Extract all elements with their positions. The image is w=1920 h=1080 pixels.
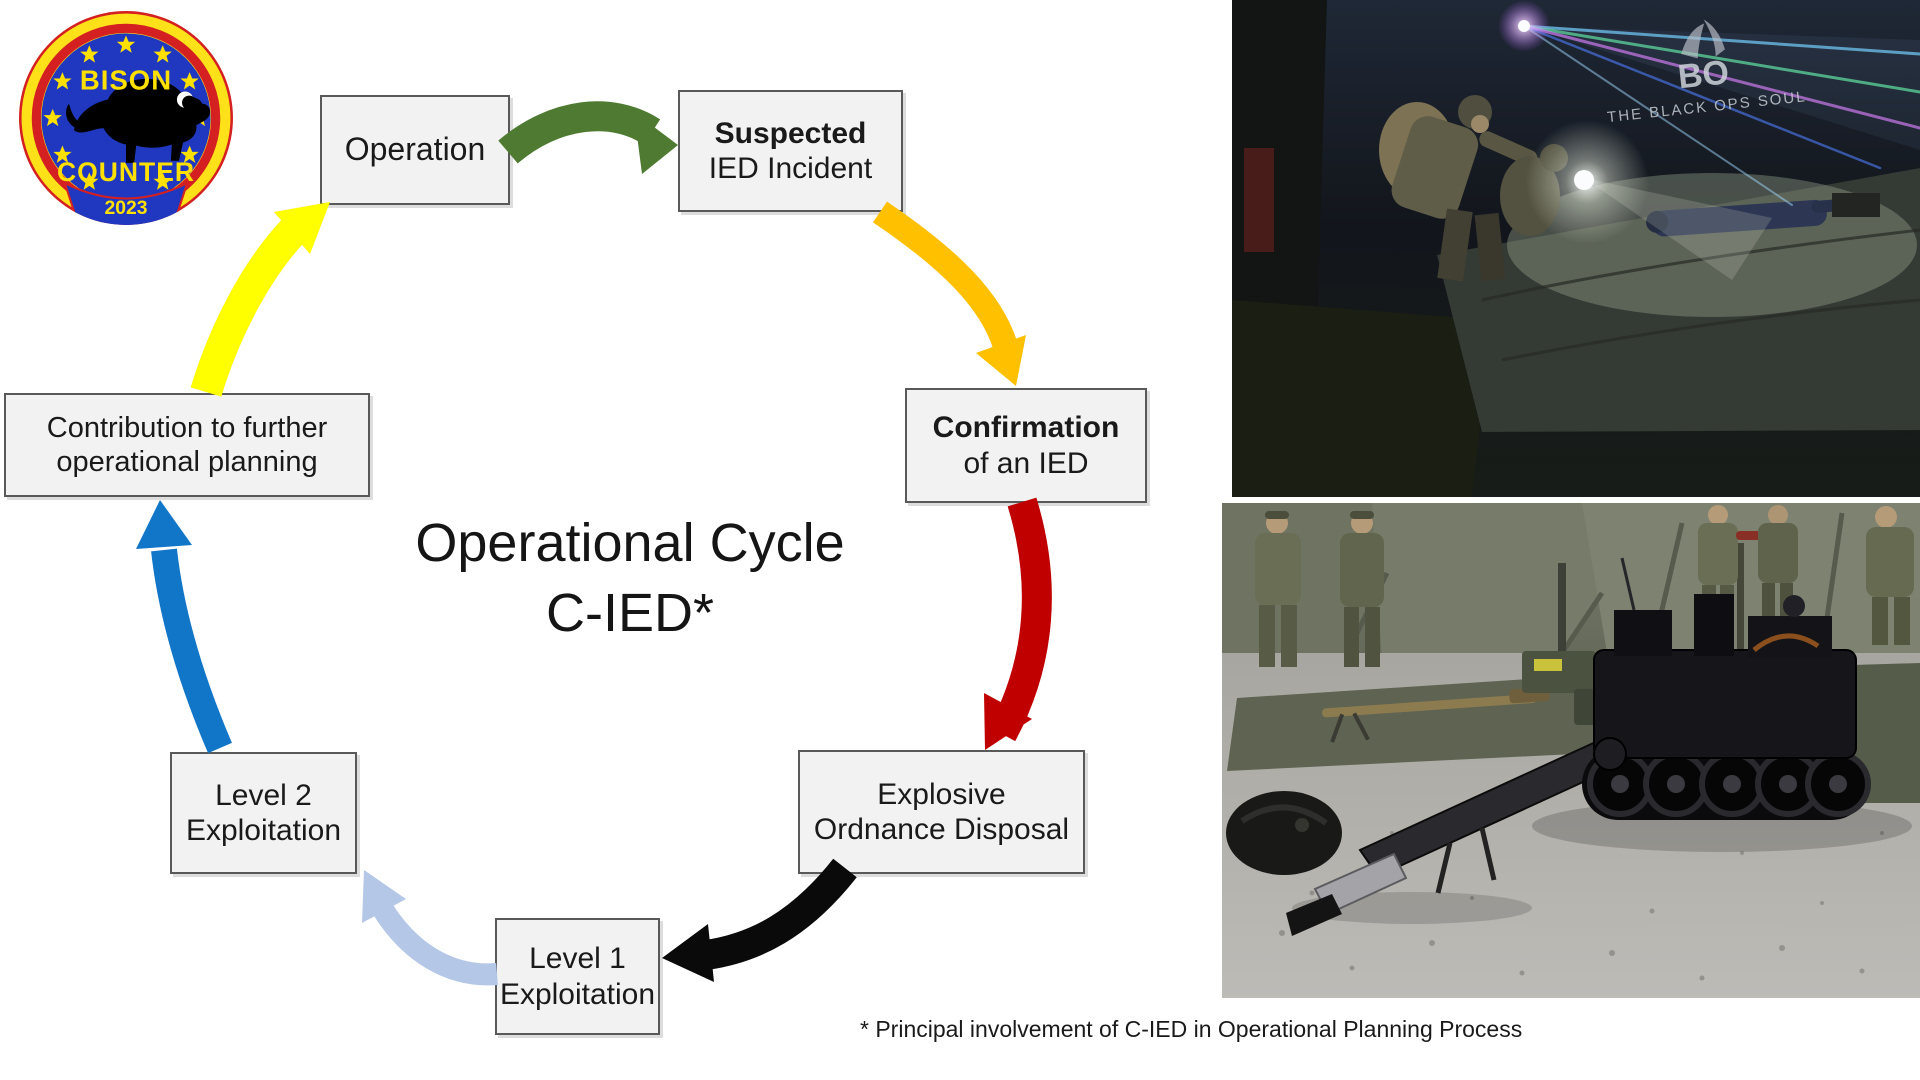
footnote: * Principal involvement of C-IED in Oper… [860, 1016, 1523, 1042]
arrowhead-level2-to-contribution [136, 500, 192, 549]
node-level1-line2: Exploitation [499, 977, 656, 1011]
photo-night-training: BO THE BLACK OPS SOUL [1232, 0, 1920, 497]
backpack [1226, 791, 1342, 875]
arrow-eod-to-level1 [703, 858, 857, 970]
photo-eod-robot-display [1222, 503, 1920, 998]
laser-beams [1522, 24, 1920, 206]
robot-body [1593, 649, 1857, 759]
node-suspected-line2: IED Incident [708, 152, 873, 185]
node-confirmation-line2: of an IED [963, 446, 1089, 480]
night-floor [1232, 300, 1492, 497]
node-contribution-line2: operational planning [56, 446, 318, 478]
arrow-level2-to-contribution [151, 548, 232, 754]
node-eod: Explosive Ordnance Disposal [798, 750, 1085, 874]
node-level2-line2: Exploitation [185, 814, 342, 847]
logo-year-banner [63, 181, 189, 225]
node-level1-line1: Level 1 [529, 942, 626, 976]
robot-wheels [1587, 751, 1871, 817]
node-confirmation: Confirmation of an IED [905, 388, 1147, 503]
arrowhead-suspected-to-confirmation [976, 335, 1026, 386]
node-suspected-line1: Suspected [714, 116, 867, 150]
node-suspected-ied-incident: Suspected IED Incident [678, 90, 903, 212]
disruptor-muzzle [1286, 894, 1342, 936]
casualty-on-tarp [1646, 198, 1852, 237]
node-confirmation-line1: Confirmation [932, 411, 1120, 445]
arrow-confirmation-to-eod [988, 497, 1052, 742]
diagram-title-line1: Operational Cycle [415, 513, 845, 573]
node-operation: Operation [320, 95, 510, 205]
logo-year: 2023 [104, 197, 147, 219]
diagram-title-line2: C-IED* [545, 583, 714, 643]
tarp-folds [1481, 228, 1920, 362]
red-door [1244, 148, 1274, 252]
node-eod-line1: Explosive [877, 777, 1006, 811]
logo-text-bottom: COUNTER [57, 157, 195, 187]
node-level2-exploitation: Level 2 Exploitation [170, 752, 357, 874]
arrowhead-eod-to-level1 [662, 924, 714, 982]
robot-cable [1752, 633, 1820, 652]
logo-text-top: BISON [80, 64, 172, 95]
ammo-box [1832, 193, 1880, 217]
node-eod-line2: Ordnance Disposal [813, 813, 1070, 846]
arrowhead-operation-to-suspected [634, 112, 678, 174]
wall-logo-text: BO [1676, 53, 1731, 96]
bison-counter-logo: BISON COUNTER 2023 [19, 11, 233, 225]
node-level1-exploitation: Level 1 Exploitation [495, 918, 660, 1035]
gravel-stones [1279, 831, 1884, 981]
node-level2-line1: Level 2 [215, 778, 312, 812]
node-contribution: Contribution to further operational plan… [4, 393, 370, 497]
laser-origin [1518, 20, 1530, 32]
robot-camera [1783, 595, 1805, 617]
arrowhead-level1-to-level2 [362, 870, 406, 923]
arrow-contribution-to-operation [190, 218, 306, 397]
eod-robot [1286, 557, 1912, 936]
arrowhead-contribution-to-operation [274, 202, 330, 254]
node-contribution-line1: Contribution to further [46, 411, 328, 444]
arrow-suspected-to-confirmation [872, 201, 1018, 352]
arrow-operation-to-suspected [498, 101, 661, 164]
arrowhead-confirmation-to-eod [984, 693, 1032, 750]
node-operation-label: Operation [344, 131, 486, 168]
flashlight-core [1574, 170, 1594, 190]
arrow-level1-to-level2 [372, 902, 498, 986]
bison-icon [66, 78, 211, 163]
robot-arm-joint [1593, 737, 1627, 771]
night-haze [1232, 0, 1920, 497]
diagram-title: Operational Cycle C-IED* [280, 512, 980, 644]
